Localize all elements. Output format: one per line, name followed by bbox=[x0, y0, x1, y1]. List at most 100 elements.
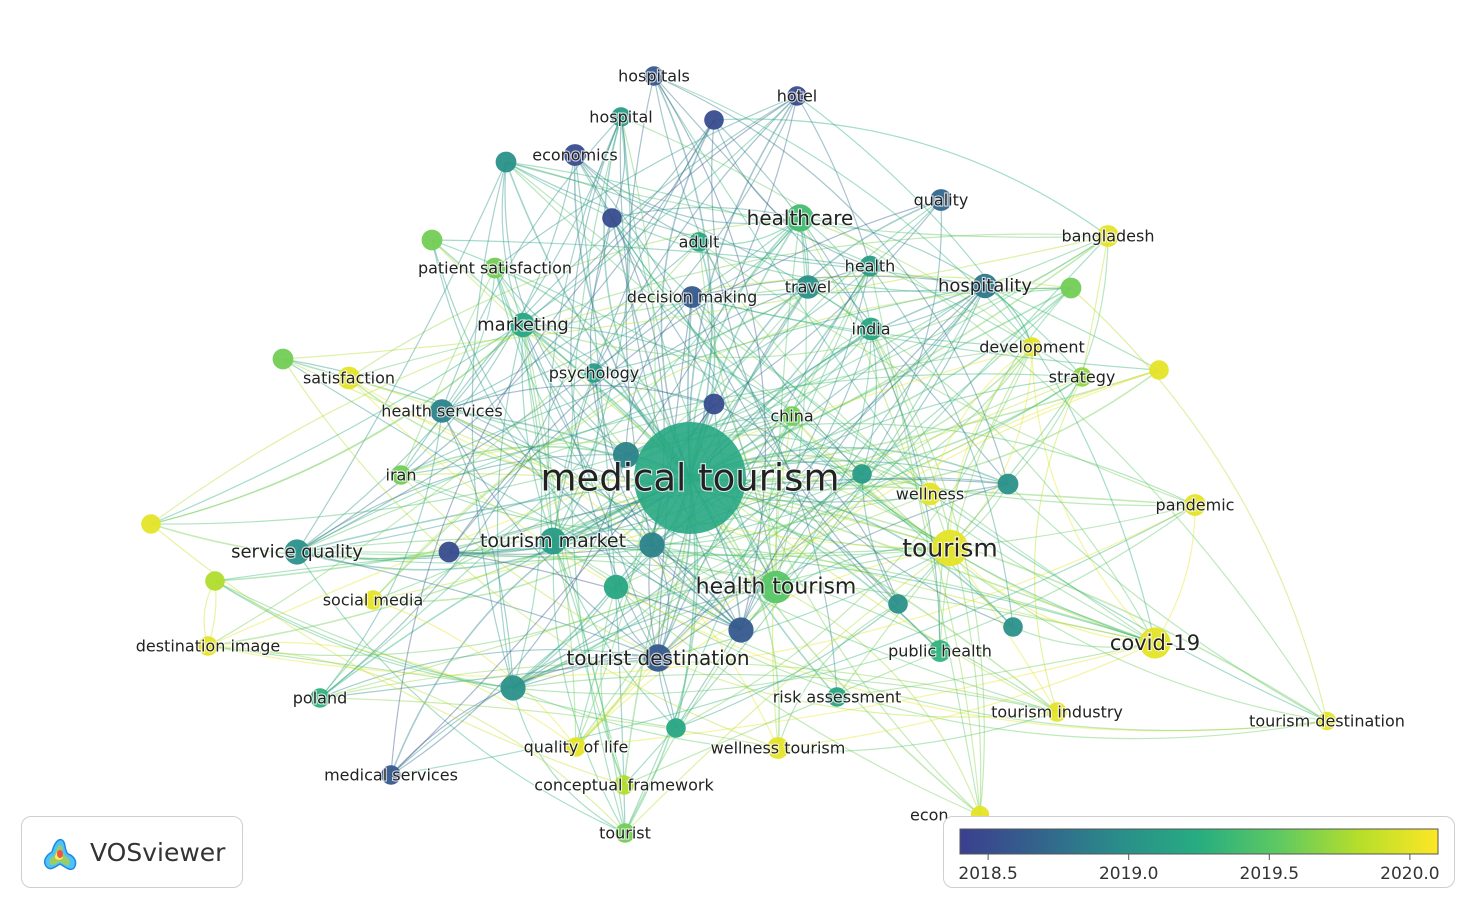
label-health-services[interactable]: health services bbox=[380, 400, 504, 421]
node-pandemic[interactable] bbox=[1184, 494, 1206, 516]
node-social-media[interactable] bbox=[363, 590, 383, 610]
label-risk-assessment[interactable]: risk assessment bbox=[772, 686, 903, 707]
node-india[interactable] bbox=[859, 317, 883, 341]
node-decision-making[interactable] bbox=[681, 286, 703, 308]
label-bangladesh[interactable]: bangladesh bbox=[1060, 225, 1155, 246]
label-development[interactable]: development bbox=[978, 336, 1086, 357]
label-service-quality[interactable]: service quality bbox=[230, 540, 364, 563]
node-satisfaction[interactable] bbox=[337, 366, 361, 390]
label-psychology[interactable]: psychology bbox=[548, 362, 641, 383]
node-psychology[interactable] bbox=[584, 363, 604, 383]
node-n-g[interactable] bbox=[703, 393, 725, 415]
node-iran[interactable] bbox=[391, 465, 411, 485]
node-n-i[interactable] bbox=[421, 229, 443, 251]
node-health[interactable] bbox=[859, 255, 881, 277]
node-n-q[interactable] bbox=[666, 718, 686, 738]
label-public-health[interactable]: public health bbox=[887, 640, 993, 661]
label-adult[interactable]: adult bbox=[677, 231, 720, 252]
node-development[interactable] bbox=[1022, 337, 1042, 357]
node-n-f[interactable] bbox=[704, 110, 724, 130]
label-patient-satisfaction[interactable]: patient satisfaction bbox=[417, 257, 573, 278]
node-tourist-destination[interactable] bbox=[644, 644, 672, 672]
label-iran[interactable]: iran bbox=[384, 464, 417, 485]
label-tourism-market[interactable]: tourism market bbox=[479, 529, 627, 553]
node-n-l[interactable] bbox=[141, 514, 161, 534]
label-destination-image[interactable]: destination image bbox=[135, 635, 282, 656]
node-n-h[interactable] bbox=[272, 348, 294, 370]
label-travel[interactable]: travel bbox=[784, 276, 833, 297]
node-service-quality[interactable] bbox=[284, 539, 310, 565]
node-healthcare[interactable] bbox=[786, 204, 814, 232]
label-wellness-tourism[interactable]: wellness tourism bbox=[710, 737, 847, 758]
node-tourism-destination[interactable] bbox=[1317, 711, 1337, 731]
label-medical-tourism[interactable]: medical tourism bbox=[539, 455, 840, 500]
node-n-u[interactable] bbox=[602, 208, 622, 228]
label-pandemic[interactable]: pandemic bbox=[1154, 494, 1235, 515]
label-poland[interactable]: poland bbox=[292, 687, 349, 708]
node-n-o[interactable] bbox=[852, 464, 872, 484]
label-satisfaction[interactable]: satisfaction bbox=[302, 367, 396, 388]
label-social-media[interactable]: social media bbox=[322, 589, 425, 610]
label-economy[interactable]: econ bbox=[909, 804, 950, 825]
node-n-k[interactable] bbox=[1149, 360, 1169, 380]
label-quality[interactable]: quality bbox=[913, 189, 970, 210]
node-wellness-tourism[interactable] bbox=[767, 737, 789, 759]
node-medical-services[interactable] bbox=[381, 765, 401, 785]
node-strategy[interactable] bbox=[1072, 367, 1092, 387]
node-marketing[interactable] bbox=[510, 312, 536, 338]
node-china[interactable] bbox=[782, 406, 802, 426]
node-wellness[interactable] bbox=[918, 482, 942, 506]
node-health-services[interactable] bbox=[430, 399, 454, 423]
label-conceptual-framework[interactable]: conceptual framework bbox=[533, 774, 715, 795]
label-economics[interactable]: economics bbox=[531, 144, 619, 165]
node-n-s[interactable] bbox=[495, 151, 517, 173]
label-tourism-destination[interactable]: tourism destination bbox=[1248, 710, 1406, 731]
label-covid-19[interactable]: covid-19 bbox=[1109, 630, 1201, 656]
label-marketing[interactable]: marketing bbox=[476, 313, 570, 336]
node-quality-of-life[interactable] bbox=[566, 737, 586, 757]
node-covid-19[interactable] bbox=[1139, 627, 1171, 659]
node-hospitals[interactable] bbox=[644, 66, 664, 86]
node-destination-image[interactable] bbox=[198, 636, 218, 656]
label-medical-services[interactable]: medical services bbox=[323, 764, 459, 785]
node-poland[interactable] bbox=[310, 688, 330, 708]
node-n-r[interactable] bbox=[438, 541, 460, 563]
node-n-a[interactable] bbox=[613, 442, 639, 468]
node-risk-assessment[interactable] bbox=[827, 687, 847, 707]
label-health[interactable]: health bbox=[844, 255, 897, 276]
node-conceptual-framework[interactable] bbox=[614, 775, 634, 795]
node-hospitality[interactable] bbox=[972, 273, 998, 299]
label-tourist-destination[interactable]: tourist destination bbox=[565, 645, 750, 671]
node-n-p[interactable] bbox=[888, 594, 908, 614]
node-tourist[interactable] bbox=[615, 823, 635, 843]
node-n-b[interactable] bbox=[639, 532, 665, 558]
node-patient-satisfaction[interactable] bbox=[484, 257, 506, 279]
label-hotel[interactable]: hotel bbox=[776, 85, 819, 106]
node-health-tourism[interactable] bbox=[759, 570, 793, 604]
node-tourism[interactable] bbox=[931, 529, 969, 567]
node-economics[interactable] bbox=[564, 144, 586, 166]
node-n-t[interactable] bbox=[1003, 617, 1023, 637]
label-quality-of-life[interactable]: quality of life bbox=[523, 736, 630, 757]
label-hospital[interactable]: hospital bbox=[588, 106, 654, 127]
label-tourism-industry[interactable]: tourism industry bbox=[990, 701, 1124, 722]
label-tourism[interactable]: tourism bbox=[901, 532, 999, 563]
label-wellness[interactable]: wellness bbox=[895, 483, 966, 504]
node-tourism-industry[interactable] bbox=[1047, 702, 1067, 722]
node-n-e[interactable] bbox=[500, 675, 526, 701]
label-decision-making[interactable]: decision making bbox=[626, 286, 759, 307]
node-n-d[interactable] bbox=[603, 574, 629, 600]
label-healthcare[interactable]: healthcare bbox=[746, 205, 855, 231]
label-china[interactable]: china bbox=[769, 405, 815, 426]
node-public-health[interactable] bbox=[929, 640, 951, 662]
node-travel[interactable] bbox=[796, 275, 820, 299]
node-n-n[interactable] bbox=[997, 473, 1019, 495]
node-quality[interactable] bbox=[930, 189, 952, 211]
node-n-c[interactable] bbox=[728, 617, 754, 643]
node-hospital[interactable] bbox=[611, 107, 631, 127]
node-medical-tourism[interactable] bbox=[634, 422, 746, 534]
label-strategy[interactable]: strategy bbox=[1048, 366, 1117, 387]
node-bangladesh[interactable] bbox=[1097, 225, 1119, 247]
node-tourism-market[interactable] bbox=[539, 527, 567, 555]
